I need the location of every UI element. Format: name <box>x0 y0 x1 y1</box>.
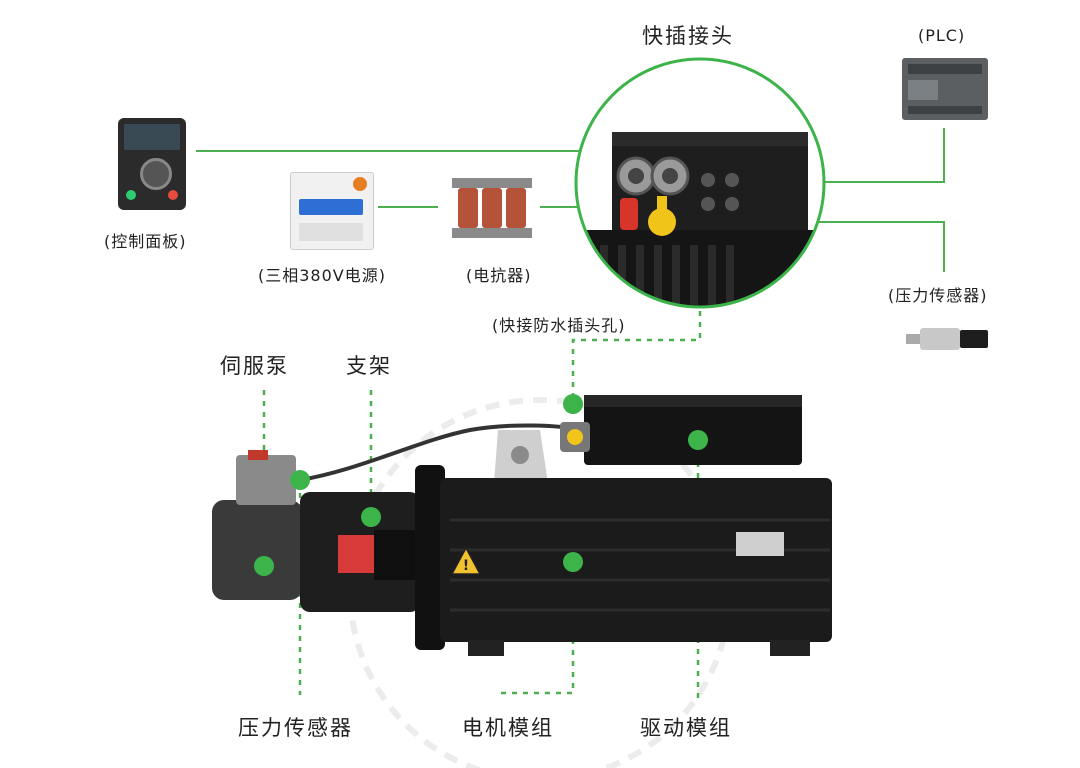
dot-servo-pump <box>254 556 274 576</box>
label-pressure-sensor-top: (压力传感器) <box>888 286 988 305</box>
dot-plug-hole <box>563 394 583 414</box>
label-drive-module: 驱动模组 <box>640 716 732 740</box>
label-quick-connector: 快插接头 <box>642 24 734 48</box>
cable <box>299 423 581 482</box>
pump-body <box>212 500 302 600</box>
svg-text:!: ! <box>463 558 469 574</box>
label-motor-module: 电机模组 <box>462 716 554 740</box>
control-panel-device-icon <box>118 118 186 210</box>
label-bracket: 支架 <box>346 354 392 378</box>
label-reactor: (电抗器) <box>466 266 532 285</box>
drive-box <box>584 395 802 465</box>
dot-drive-module <box>688 430 708 450</box>
pressure-sensor-icon <box>906 326 988 352</box>
servo-machine: ! <box>212 395 832 656</box>
leader-plug-hole <box>571 300 702 400</box>
electric-reactor-icon <box>452 172 532 242</box>
zoom-view <box>576 59 824 307</box>
label-power-380v: (三相380V电源) <box>258 266 386 285</box>
label-plc: (PLC) <box>918 26 966 45</box>
label-servo-pump: 伺服泵 <box>220 354 289 378</box>
zoom-circle-border <box>574 57 826 309</box>
plc-controller-icon <box>902 58 988 120</box>
label-pressure-sensor-bottom: 压力传感器 <box>238 716 353 740</box>
dot-bracket <box>361 507 381 527</box>
label-waterproof-plug-hole: (快接防水插头孔) <box>492 316 626 335</box>
motor-body <box>440 478 832 642</box>
warning-triangle-icon <box>450 546 482 575</box>
marker-dots <box>254 394 708 576</box>
dot-motor-module <box>563 552 583 572</box>
flange <box>415 465 445 650</box>
leader-motor-module <box>500 562 575 695</box>
dot-pressure-sensor <box>290 470 310 490</box>
coupling <box>338 535 374 573</box>
label-control-panel: (控制面板) <box>104 232 187 251</box>
nameplate <box>736 532 784 556</box>
circuit-breaker-icon <box>290 172 374 250</box>
pump-valve-block <box>236 455 296 505</box>
